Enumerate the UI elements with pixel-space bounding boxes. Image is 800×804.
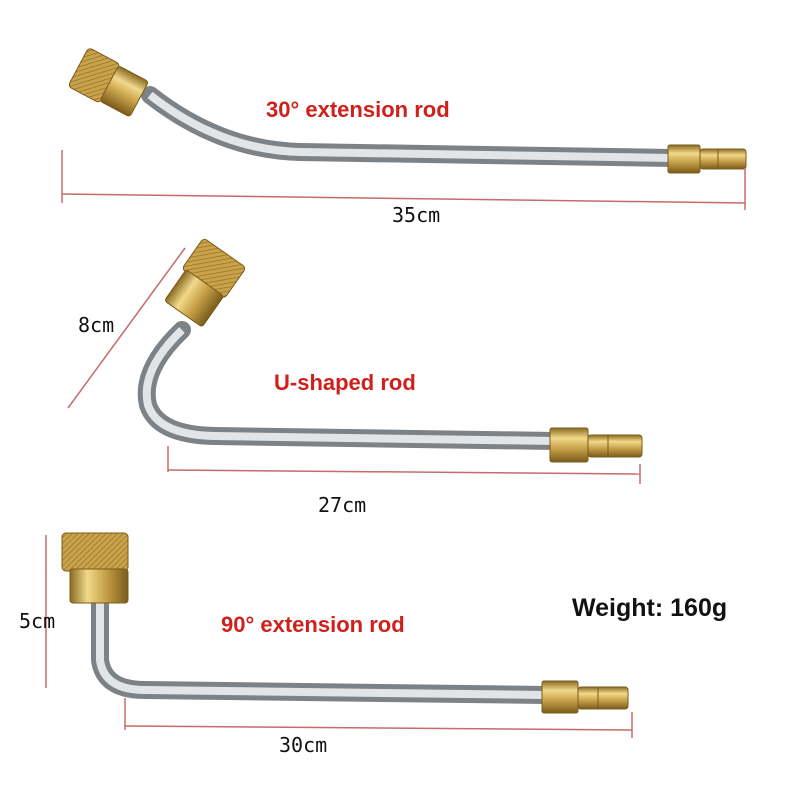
male-plug [667, 144, 747, 174]
male-plug [549, 427, 643, 463]
length-label: 27cm [318, 493, 367, 517]
rod-title: 90° extension rod [221, 612, 405, 637]
rod-30-degree [61, 48, 747, 210]
length-label: 35cm [392, 203, 441, 227]
weight-label: Weight: 160g [572, 594, 728, 622]
dimension-line [124, 725, 633, 731]
rod-90-degree [45, 532, 633, 738]
dimension-line [167, 469, 641, 475]
length-label: 30cm [279, 733, 328, 757]
dimension-line [61, 193, 746, 204]
dimension-line [67, 247, 186, 409]
height-label: 5cm [19, 609, 56, 633]
quick-coupler [165, 238, 246, 327]
rod-title: 30° extension rod [266, 97, 450, 122]
rod-u-shaped [67, 238, 643, 484]
rod-title: U-shaped rod [274, 370, 416, 395]
quick-coupler [61, 532, 129, 604]
height-label: 8cm [78, 313, 115, 337]
quick-coupler [68, 48, 149, 117]
male-plug [541, 680, 629, 714]
